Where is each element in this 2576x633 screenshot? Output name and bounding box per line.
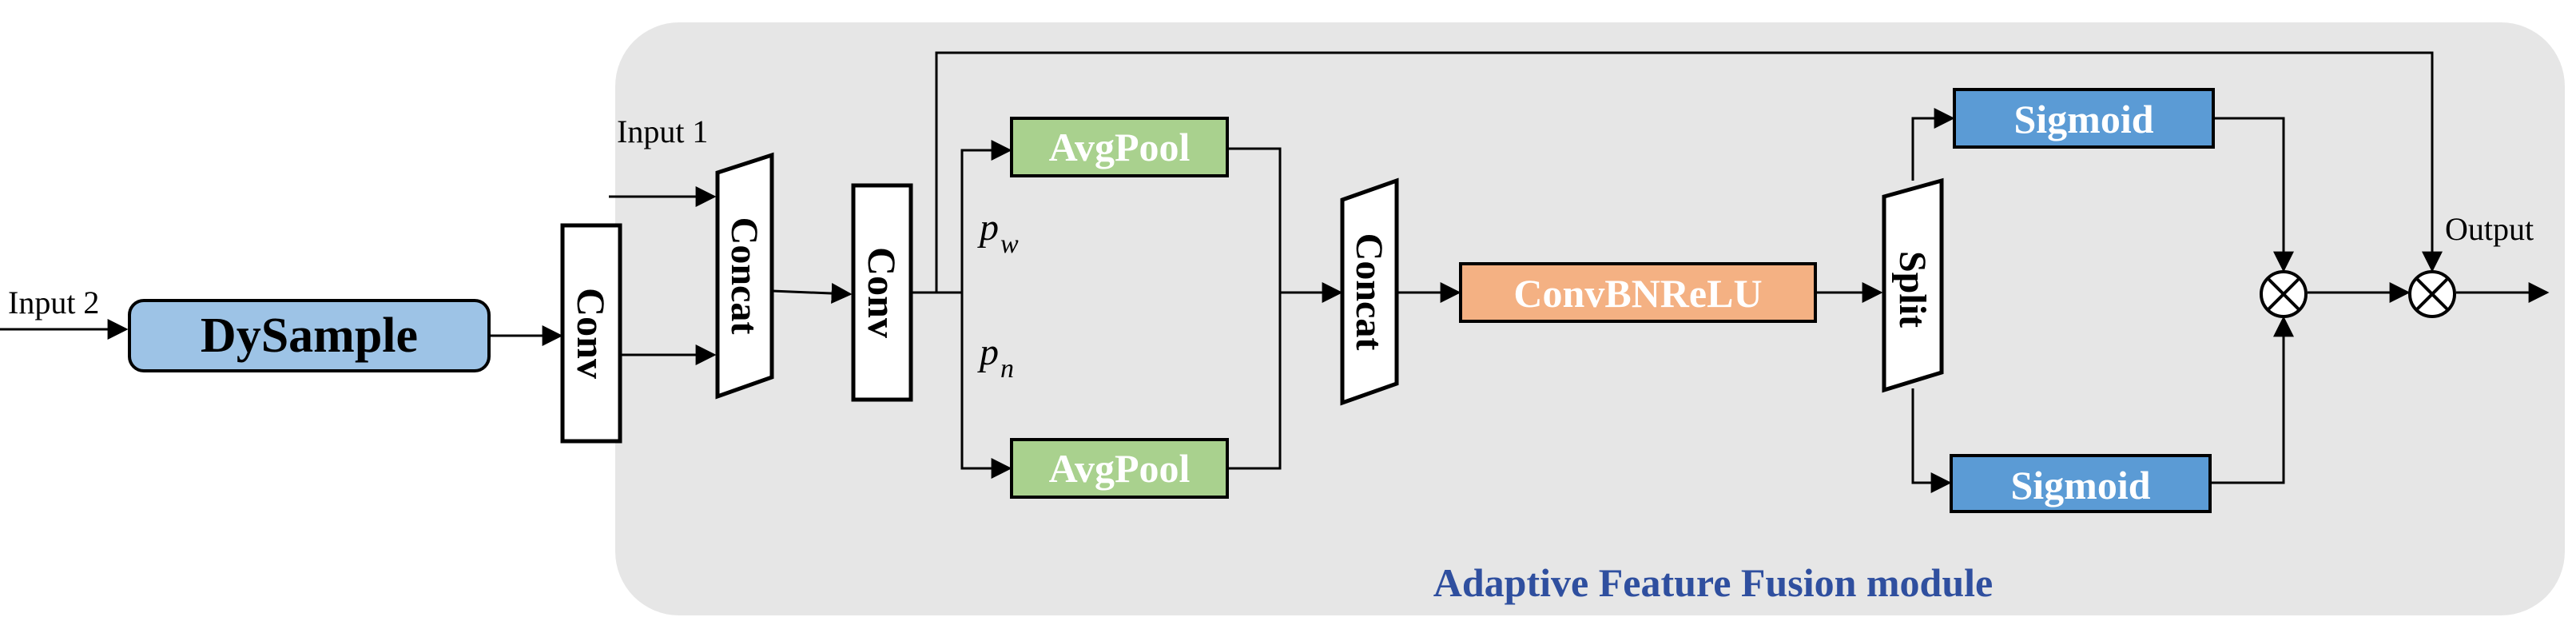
- concat2-label: Concat: [1348, 233, 1390, 351]
- conv1-label: Conv: [569, 288, 614, 379]
- output-label: Output: [2445, 211, 2534, 247]
- edge-avgpool-top-concat2: [1227, 147, 1282, 293]
- edge-sigmoid-top-multiply: [2213, 117, 2294, 273]
- sigmoid-top-block: Sigmoid: [1953, 88, 2215, 149]
- split-block: Split: [1882, 177, 1944, 393]
- concat1-block: Concat: [715, 152, 774, 400]
- convbnrelu-label: ConvBNReLU: [1513, 271, 1762, 316]
- input1-label: Input 1: [617, 113, 708, 149]
- avgpool-bottom-label: AvgPool: [1049, 446, 1191, 491]
- multiply-circle-icon: [2260, 270, 2308, 318]
- connectors: [0, 51, 2550, 493]
- avgpool-top-label: AvgPool: [1049, 125, 1191, 169]
- concat1-label: Concat: [723, 217, 765, 335]
- pn-subscript: n: [1000, 354, 1014, 384]
- edge-branch-avgpool-bottom: [960, 293, 1012, 479]
- edge-concat1-conv2: [771, 283, 853, 305]
- sigmoid-top-label: Sigmoid: [2013, 97, 2153, 141]
- avgpool-top-block: AvgPool: [1010, 117, 1229, 177]
- pn-label: p n: [977, 331, 1014, 384]
- convbnrelu-block: ConvBNReLU: [1459, 262, 1817, 323]
- conv2-label: Conv: [860, 247, 904, 338]
- edge-branch-avgpool-top: [960, 140, 1012, 293]
- split-label: Split: [1891, 251, 1934, 328]
- dysample-label: DySample: [201, 309, 418, 363]
- edge-avgpool-bottom-concat2: [1227, 293, 1282, 470]
- pw-label: p w: [977, 206, 1019, 259]
- edge-split-sigmoid-top: [1911, 108, 1955, 181]
- edge-skip-to-output-multiply: [935, 51, 2443, 293]
- sigmoid-bottom-block: Sigmoid: [1950, 454, 2212, 513]
- input2-label: Input 2: [8, 285, 99, 320]
- concat2-block: Concat: [1340, 177, 1399, 406]
- edge-sigmoid-bottom-multiply: [2210, 316, 2294, 484]
- sigmoid-bottom-label: Sigmoid: [2010, 463, 2150, 508]
- module-title: Adaptive Feature Fusion module: [1433, 560, 1994, 605]
- dysample-block: DySample: [128, 299, 491, 372]
- output-multiply-circle-icon: [2408, 270, 2456, 318]
- edge-split-sigmoid-bottom: [1911, 388, 1952, 493]
- pn-base: p: [977, 331, 999, 373]
- pw-subscript: w: [1000, 229, 1019, 259]
- avgpool-bottom-block: AvgPool: [1010, 438, 1229, 499]
- conv1-block: Conv: [560, 223, 622, 444]
- pw-base: p: [977, 206, 999, 249]
- conv2-block: Conv: [851, 183, 913, 402]
